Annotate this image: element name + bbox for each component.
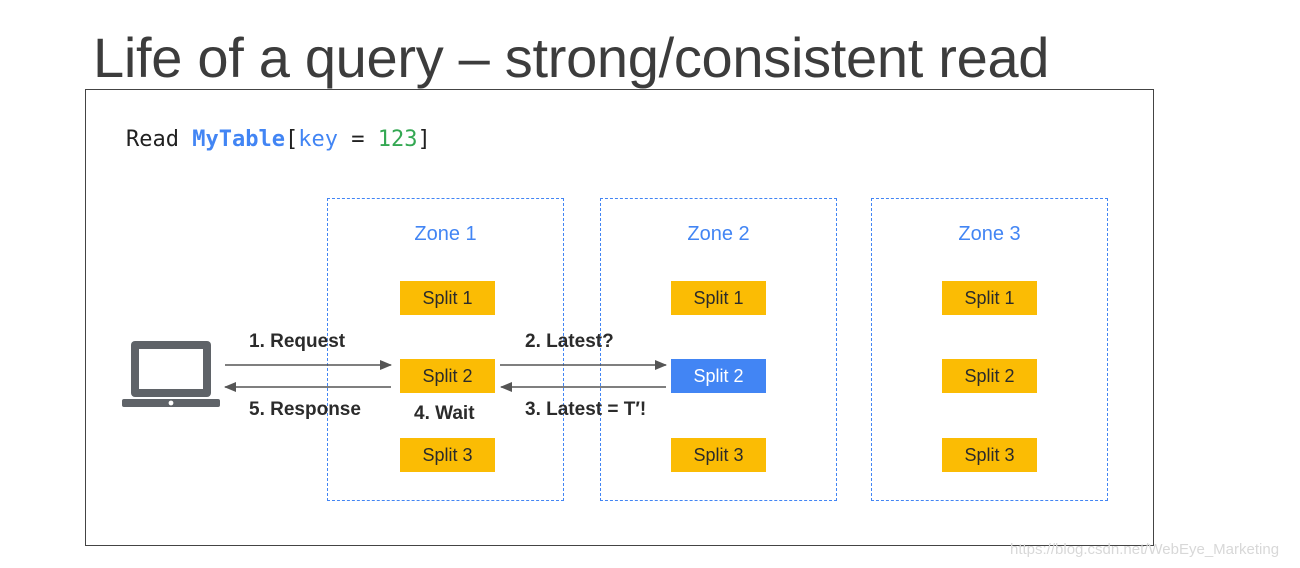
zone-2-box	[600, 198, 837, 501]
zone-3-box	[871, 198, 1108, 501]
query-verb: Read	[126, 127, 193, 152]
query-table: MyTable	[192, 127, 285, 152]
query-open-bracket: [	[284, 127, 299, 152]
query-value: 123	[377, 127, 418, 152]
step-response-label: 5. Response	[249, 399, 361, 420]
laptop-icon	[122, 341, 220, 407]
zone-3-split-3: Split 3	[942, 438, 1037, 472]
query-equals: =	[337, 127, 378, 152]
query-key: key	[298, 127, 338, 152]
step-latest-label: 2. Latest?	[525, 331, 614, 352]
zone-1-label: Zone 1	[414, 223, 477, 245]
diagram-frame	[85, 89, 1154, 546]
zone-1-split-2: Split 2	[400, 359, 495, 393]
zone-1-box	[327, 198, 564, 501]
step-latest-reply-label: 3. Latest = T′!	[525, 399, 647, 420]
zone-3-split-1: Split 1	[942, 281, 1037, 315]
page-title: Life of a query – strong/consistent read	[93, 26, 1050, 89]
zone-3-label: Zone 3	[958, 223, 1021, 245]
zone-3-split-2: Split 2	[942, 359, 1037, 393]
zone-1-split-3: Split 3	[400, 438, 495, 472]
query-close-bracket: ]	[417, 127, 431, 152]
zone-2-label: Zone 2	[687, 223, 750, 245]
zone-2-split-1: Split 1	[671, 281, 766, 315]
zone-2-split-3: Split 3	[671, 438, 766, 472]
step-request-label: 1. Request	[249, 331, 346, 352]
zone-2-split-2-leader: Split 2	[671, 359, 766, 393]
zone-1-split-1: Split 1	[400, 281, 495, 315]
query-code: Read MyTable[key = 123]	[126, 126, 431, 154]
step-wait-label: 4. Wait	[414, 403, 475, 424]
watermark: https://blog.csdn.net/WebEye_Marketing	[1010, 541, 1280, 558]
